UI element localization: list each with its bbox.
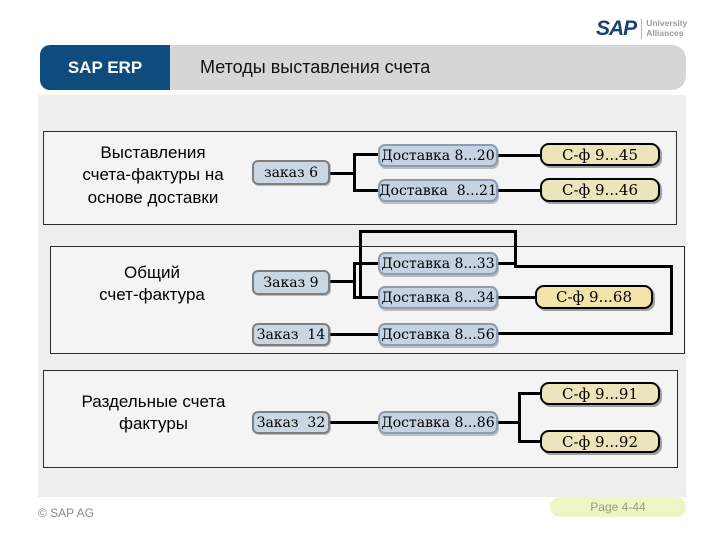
delivery-node-21: Доставка 8...21	[378, 179, 498, 202]
connector-line	[356, 262, 378, 265]
page-number-badge: Page 4-44	[550, 497, 686, 517]
connector-line	[514, 230, 517, 268]
connector-line	[330, 172, 356, 175]
section-title-collective-invoice: Общий счет-фактура	[99, 263, 205, 305]
connector-line	[521, 392, 540, 395]
connector-line	[330, 280, 356, 283]
connector-line	[356, 296, 378, 299]
sap-logo: SAP	[596, 17, 637, 40]
connector-line	[353, 153, 356, 192]
invoice-node-45: С-ф 9...45	[540, 143, 660, 166]
delivery-node-86: Доставка 8...86	[378, 411, 498, 434]
connector-line	[498, 296, 535, 299]
logo-divider	[641, 19, 643, 39]
connector-line	[498, 262, 517, 265]
connector-line	[359, 230, 517, 233]
connector-line	[356, 189, 378, 192]
delivery-node-20: Доставка 8...20	[378, 144, 498, 167]
connector-line	[514, 265, 673, 268]
invoice-node-68: С-ф 9...68	[535, 285, 653, 309]
order-node-14: Заказ 14	[252, 323, 330, 346]
title-bar: Методы выставления счета	[170, 45, 686, 90]
connector-line	[498, 154, 540, 157]
connector-line	[498, 189, 540, 192]
connector-line	[521, 440, 540, 443]
section-title-split-invoices: Раздельные счета фактуры	[81, 392, 226, 434]
connector-line	[498, 332, 673, 335]
delivery-node-33: Доставка 8...33	[378, 252, 498, 275]
delivery-node-56: Доставка 8...56	[378, 323, 498, 346]
module-badge: SAP ERP	[40, 45, 170, 90]
connector-line	[330, 333, 378, 336]
section-title-delivery-based: Выставления счета-фактуры на основе дост…	[82, 143, 224, 207]
university-alliances-label: University Alliances	[646, 18, 688, 39]
connector-line	[359, 230, 362, 299]
order-node-9: Заказ 9	[252, 270, 330, 295]
page-number-label: Page 4-44	[590, 500, 646, 514]
connector-line	[670, 265, 673, 335]
order-node-32: Заказ 32	[252, 411, 330, 434]
university-alliances-line1: University	[646, 18, 688, 29]
page-title: Методы выставления счета	[200, 57, 431, 77]
university-alliances-line2: Alliances	[646, 28, 684, 38]
invoice-node-92: С-ф 9...92	[540, 430, 660, 453]
invoice-node-91: С-ф 9...91	[540, 382, 660, 405]
invoice-node-46: С-ф 9...46	[540, 178, 660, 202]
connector-line	[518, 392, 521, 443]
delivery-node-34: Доставка 8...34	[378, 286, 498, 309]
connector-line	[356, 153, 378, 156]
connector-line	[498, 421, 520, 424]
connector-line	[353, 262, 356, 299]
sap-university-alliances-logo: SAP University Alliances	[596, 16, 692, 42]
connector-line	[330, 421, 378, 424]
order-node-6: заказ 6	[252, 160, 330, 185]
copyright-text: © SAP AG	[38, 506, 94, 520]
